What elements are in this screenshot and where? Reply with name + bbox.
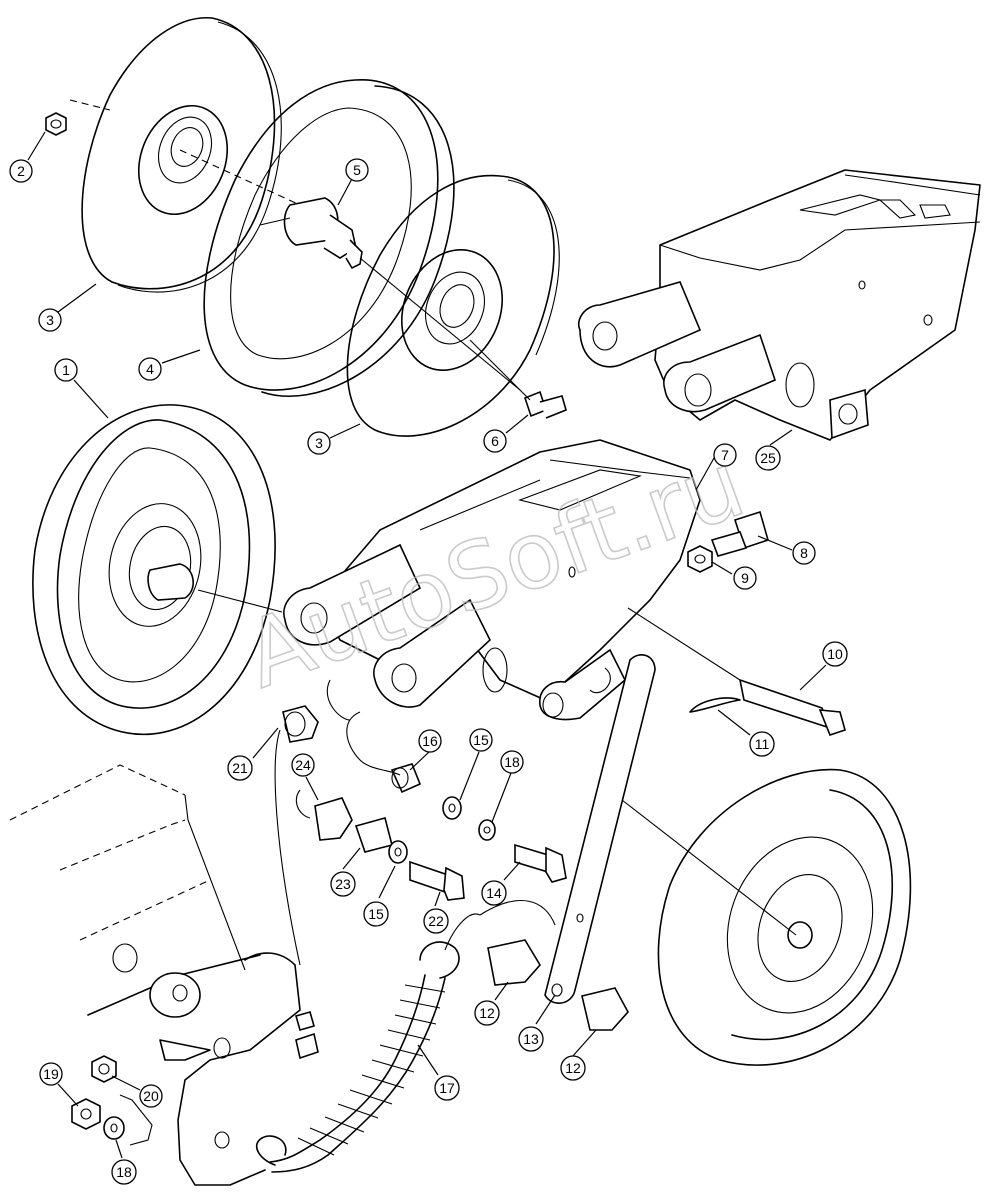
svg-text:5: 5 [353,162,361,178]
svg-text:23: 23 [335,876,351,892]
bolt-6 [469,339,567,419]
svg-text:10: 10 [827,646,843,662]
callout-16: 16 [418,729,442,753]
washer-18-lower [103,1116,125,1140]
callout-5: 5 [345,158,369,182]
callout-24: 19 [39,1062,63,1086]
svg-text:22: 22 [428,913,444,929]
axle-5 [259,197,521,391]
callout-6: 6 [483,429,507,453]
bushing-12-left [487,939,541,986]
callout-14: 14 [481,880,507,906]
callout-13: 13 [518,1026,544,1052]
callout-12-right: 12 [560,1055,586,1081]
callout-3-upper: 3 [38,308,62,332]
wheel-lower-right [621,768,912,1066]
svg-text:25: 25 [760,450,776,466]
svg-text:3: 3 [315,435,323,451]
bushing-16 [390,763,422,794]
washer-15-upper [442,796,462,820]
svg-text:18: 18 [116,1164,132,1180]
callout-18-upper: 18 [500,750,524,774]
bushing-20 [282,705,319,743]
callout-18-lower: 18 [111,1159,137,1185]
svg-text:20: 20 [143,1088,159,1104]
bolt-14 [514,843,567,883]
callout-17: 17 [434,1075,460,1101]
callout-8: 8 [792,541,816,565]
spacer-22 [354,817,393,853]
callout-21: 22 [423,908,449,934]
svg-text:1: 1 [62,362,70,378]
callout-2: 2 [9,159,33,183]
svg-text:11: 11 [755,736,770,752]
nut-24 [71,1098,101,1130]
svg-text:7: 7 [721,447,729,463]
callout-23: 24 [291,753,315,777]
callout-10: 10 [822,641,848,667]
callout-19: 20 [139,1084,163,1108]
callout-4: 4 [138,357,162,381]
tire-4 [203,79,455,397]
pin-10 [627,607,846,736]
nut-2 [45,112,67,136]
mounting-bracket [9,764,319,1186]
callout-leaders [27,131,827,1159]
washer-18-upper [478,819,496,841]
cotter-pin-11 [689,697,741,713]
svg-text:21: 21 [232,760,248,776]
svg-text:14: 14 [486,885,502,901]
svg-text:8: 8 [800,545,808,561]
svg-text:24: 24 [295,757,311,773]
wheel-1 [32,404,283,735]
svg-text:12: 12 [565,1060,581,1076]
callout-12-left: 12 [474,1000,500,1026]
callout-7: 7 [713,443,737,467]
callout-25: 25 [755,445,781,471]
bushing-23 [314,797,353,841]
svg-text:3: 3 [46,312,54,328]
svg-text:15: 15 [368,906,384,922]
svg-text:17: 17 [439,1080,455,1096]
callout-15-upper: 15 [469,728,493,752]
callout-1: 1 [54,358,78,382]
bolt-21 [409,860,465,901]
callout-15-lower: 15 [363,901,389,927]
nut-9 [687,545,713,573]
callout-3-lower: 3 [307,431,331,455]
bushing-12-right [581,987,629,1031]
svg-text:19: 19 [43,1066,59,1082]
svg-text:18: 18 [504,754,520,770]
watermark: AutoSoft.ru [232,431,758,710]
bracket-25 [578,169,981,441]
spring-17 [256,941,460,1173]
callout-20: 21 [227,755,253,781]
arm-7 [283,439,701,721]
callout-9: 9 [733,566,757,590]
wheel-half-rear [81,17,282,293]
svg-text:12: 12 [479,1005,495,1021]
svg-text:4: 4 [146,361,154,377]
washer-15-lower [388,840,408,864]
svg-text:2: 2 [17,163,25,179]
wheel-half-front [346,174,560,437]
nut-19 [91,1055,117,1083]
svg-text:16: 16 [422,733,438,749]
callouts: 2 3 4 5 1 3 6 7 8 9 10 11 25 21 24 16 15… [9,158,848,1185]
callout-22: 23 [330,871,356,897]
svg-text:13: 13 [523,1031,539,1047]
callout-11: 11 [749,731,775,757]
svg-text:6: 6 [491,433,499,449]
svg-text:9: 9 [741,570,749,586]
svg-text:15: 15 [473,732,489,748]
